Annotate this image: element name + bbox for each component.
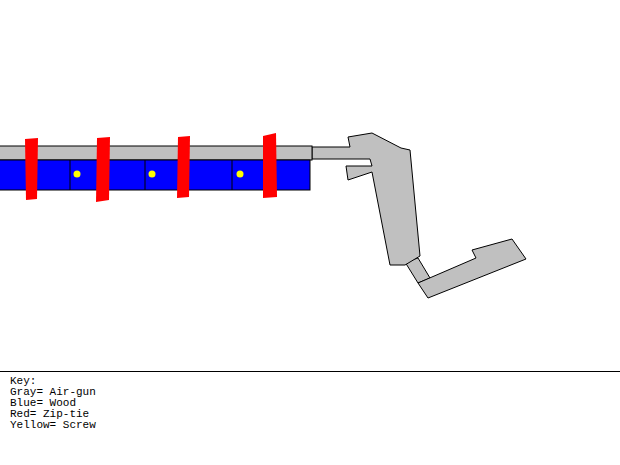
wood-joint — [232, 160, 233, 190]
screw — [237, 171, 244, 178]
screw — [74, 171, 81, 178]
zip-tie — [263, 133, 277, 198]
gun-body — [312, 133, 420, 265]
wood-joint — [70, 160, 71, 190]
zip-tie — [96, 137, 110, 202]
legend-entry: Blue= Wood — [10, 398, 76, 409]
zip-tie — [25, 138, 38, 200]
legend-entry: Red= Zip-tie — [10, 409, 89, 420]
legend-entry: Gray= Air-gun — [10, 387, 96, 398]
wood-joint — [145, 160, 146, 190]
screw — [149, 171, 156, 178]
zip-tie — [177, 136, 190, 198]
gun-stock — [418, 239, 526, 298]
separator-line — [0, 371, 620, 372]
legend-heading: Key: — [10, 376, 36, 387]
legend-entry: Yellow= Screw — [10, 420, 96, 431]
